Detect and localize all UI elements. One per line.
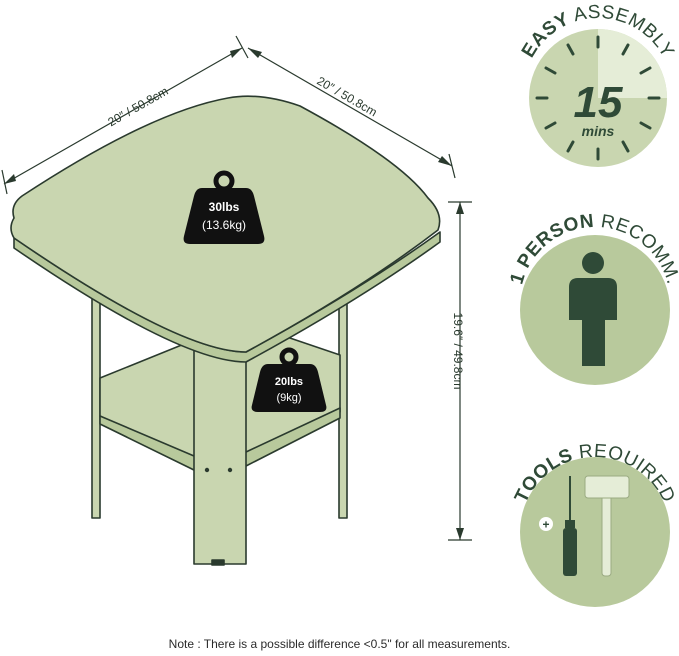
end-table-illustration — [10, 95, 441, 566]
clock-highlight — [598, 29, 667, 98]
table-leg-left — [91, 297, 101, 519]
weight-icon — [183, 188, 265, 244]
badge-one-person: 1 PERSON RECOMM. — [506, 211, 679, 385]
weight-shelf-line2: (9kg) — [276, 392, 301, 404]
weight-shelf-line1: 20lbs — [275, 376, 303, 388]
width-right-label: 20″ / 50.8cm — [315, 74, 380, 120]
dimension-width-right — [247, 47, 456, 179]
weight-top-line1: 30lbs — [209, 200, 240, 214]
plus-sign: + — [542, 518, 549, 532]
dimension-width-left — [1, 35, 249, 195]
person-icon — [569, 252, 617, 366]
mallet-icon — [584, 475, 630, 577]
weight-icon — [251, 364, 327, 412]
weight-badge-top: 30lbs (13.6kg) — [183, 170, 265, 244]
tools-icon: + — [539, 475, 630, 577]
assembly-minutes-unit: mins — [582, 123, 615, 139]
badge-easy-assembly: EASY ASSEMBLY 15 mins — [518, 2, 678, 167]
weight-top-line2: (13.6kg) — [202, 218, 246, 232]
plus-icon — [539, 517, 553, 531]
table-leg-front — [193, 347, 247, 565]
badge-tools-required: TOOLS REQUIRED + — [511, 441, 679, 607]
screwdriver-icon — [563, 476, 577, 576]
weight-badge-shelf: 20lbs (9kg) — [251, 347, 327, 412]
height-label: 19.6″ / 49.8cm — [451, 313, 465, 390]
dimension-height — [448, 201, 472, 541]
assembly-minutes-number: 15 — [574, 78, 623, 127]
measurement-note: Note : There is a possible difference <0… — [168, 637, 511, 651]
